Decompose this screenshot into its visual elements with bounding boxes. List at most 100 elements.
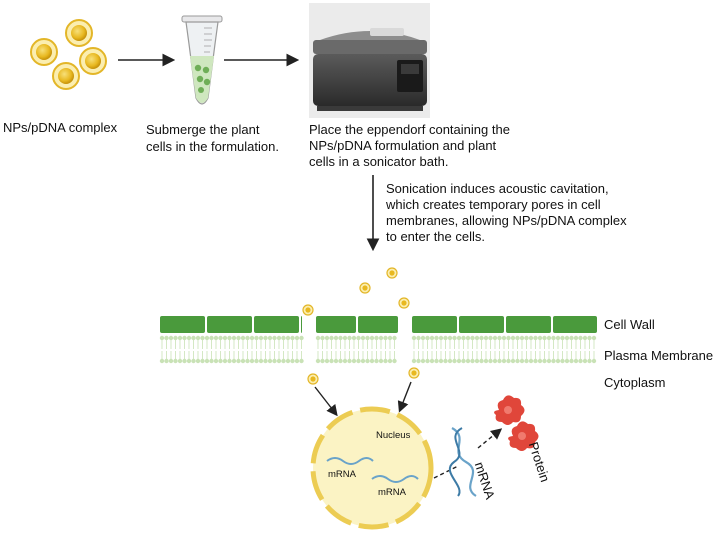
phospholipid-head (551, 335, 556, 341)
phospholipid-head (281, 358, 286, 364)
sonication-text-line1: Sonication induces acoustic cavitation, (386, 181, 609, 196)
phospholipid-head (200, 335, 205, 341)
phospholipid-head (492, 358, 498, 364)
phospholipid-head (315, 358, 321, 364)
phospholipid-head (320, 358, 325, 364)
phospholipid-head (329, 358, 334, 364)
phospholipid-head (182, 335, 187, 341)
phospholipid-head (474, 358, 480, 364)
phospholipid-head (387, 358, 393, 364)
phospholipid-head (360, 358, 366, 364)
phospholipid-head (560, 358, 565, 364)
phospholipid-head (356, 358, 361, 364)
phospholipid-head (483, 358, 489, 364)
phospholipid-head (501, 335, 507, 341)
plasma-membrane (159, 335, 597, 364)
phospholipid-head (324, 358, 330, 364)
phospholipid-head (245, 335, 250, 341)
phospholipid-head (438, 335, 444, 341)
phospholipid-head (434, 358, 439, 364)
np-cluster (30, 19, 107, 90)
phospholipid-head (365, 358, 370, 364)
phospholipid-head (299, 335, 304, 341)
phospholipid-head (365, 335, 370, 341)
phospholipid-head (236, 335, 241, 341)
phospholipid-head (524, 358, 529, 364)
phospholipid-head (329, 335, 334, 341)
phospholipid-head (546, 335, 552, 341)
phospholipid-head (569, 335, 574, 341)
phospholipid-head (186, 335, 192, 341)
phospholipid-head (333, 358, 339, 364)
phospholipid-head (186, 358, 192, 364)
phospholipid-head (338, 358, 343, 364)
nps-pdna-label: NPs/pDNA complex (3, 120, 118, 135)
phospholipid-head (447, 335, 453, 341)
phospholipid-head (425, 335, 430, 341)
phospholipid-head (315, 335, 321, 341)
nanoparticle (398, 297, 410, 309)
phospholipid-head (164, 358, 169, 364)
phospholipid-head (267, 335, 273, 341)
phospholipid-head (168, 335, 174, 341)
phospholipid-head (470, 335, 475, 341)
phospholipid-head (285, 358, 291, 364)
phospholipid-head (200, 358, 205, 364)
nucleus (310, 406, 434, 530)
phospholipid-head (501, 358, 507, 364)
phospholipid-head (510, 358, 516, 364)
phospholipid-head (231, 335, 237, 341)
phospholipid-head (249, 335, 255, 341)
phospholipid-head (347, 358, 352, 364)
phospholipid-head (483, 335, 489, 341)
phospholipid-head (351, 358, 357, 364)
phospholipid-head (474, 335, 480, 341)
cytoplasm-label: Cytoplasm (604, 375, 666, 390)
floating-nps (302, 267, 410, 316)
phospholipid-head (374, 335, 379, 341)
phospholipid-head (258, 335, 264, 341)
sonication-text-line3: membranes, allowing NPs/pDNA complex (386, 213, 627, 228)
phospholipid-head (420, 358, 426, 364)
phospholipid-head (276, 358, 282, 364)
phospholipid-head (443, 335, 448, 341)
phospholipid-head (324, 335, 330, 341)
phospholipid-head (461, 335, 466, 341)
phospholipid-head (591, 335, 597, 341)
phospholipid-head (392, 335, 397, 341)
phospholipid-head (258, 358, 264, 364)
arrow-to-nucleus-left (314, 386, 338, 417)
phospholipid-head (537, 358, 543, 364)
phospholipid-head (506, 358, 511, 364)
phospholipid-head (488, 335, 493, 341)
phospholipid-head (506, 335, 511, 341)
phospholipid-head (569, 358, 574, 364)
phospholipid-head (573, 335, 579, 341)
phospholipid-head (456, 358, 462, 364)
cell-wall-block (254, 316, 299, 333)
protein-icon (494, 395, 525, 425)
phospholipid-head (465, 335, 471, 341)
arrow-to-nucleus-right (397, 381, 412, 413)
phospholipid-head (276, 335, 282, 341)
phospholipid-head (564, 335, 570, 341)
phospholipid-head (374, 358, 379, 364)
plasma-membrane-label: Plasma Membrane (604, 348, 714, 363)
cell-wall-block (160, 316, 205, 333)
phospholipid-head (519, 335, 525, 341)
phospholipid-head (420, 335, 426, 341)
mrna-strand-2 (371, 475, 419, 483)
phospholipid-head (456, 335, 462, 341)
phospholipid-head (438, 358, 444, 364)
phospholipid-head (392, 358, 397, 364)
nanoparticle (408, 367, 420, 379)
phospholipid-head (528, 335, 534, 341)
mrna-label-1: mRNA (328, 469, 356, 480)
phospholipid-head (447, 358, 453, 364)
phospholipid-head (555, 358, 561, 364)
phospholipid-head (411, 358, 417, 364)
phospholipid-head (281, 335, 286, 341)
phospholipid-head (222, 358, 228, 364)
cell-wall-block (553, 316, 597, 333)
